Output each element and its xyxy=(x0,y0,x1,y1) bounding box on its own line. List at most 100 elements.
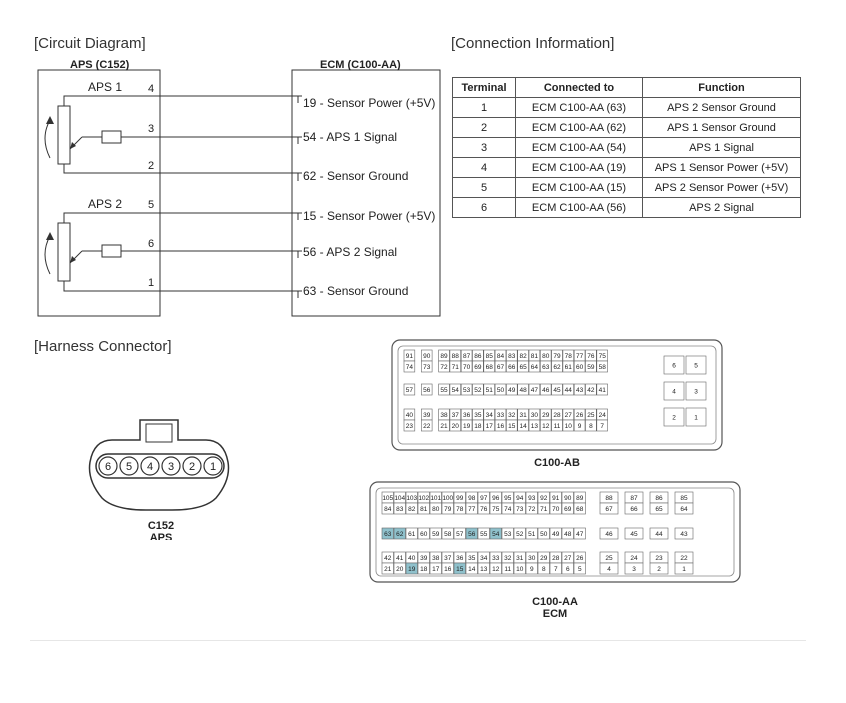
c100aa-pin-label: 42 xyxy=(384,555,392,562)
c100ab-pin-label: 63 xyxy=(542,364,550,371)
c100aa-pin-label: 68 xyxy=(576,506,584,513)
c100aa-pin-cell xyxy=(393,502,406,515)
c100aa-pin-label: 12 xyxy=(492,566,500,573)
c100ab-pin-label: 66 xyxy=(508,364,516,371)
pin-label: 3 xyxy=(148,123,154,135)
c100aa-pin-label: 26 xyxy=(576,555,584,562)
c100ab-pin-cell xyxy=(449,419,462,432)
c100aa-label: C100-AA xyxy=(532,596,578,608)
c100ab-pin-label: 13 xyxy=(531,423,539,430)
c100aa-pin-label: 87 xyxy=(630,495,638,502)
table-cell: ECM C100-AA (15) xyxy=(515,177,643,198)
c100aa-pin-cell xyxy=(441,527,454,540)
c100ab-pin-label: 54 xyxy=(452,387,460,394)
c100aa-pin-label: 39 xyxy=(420,555,428,562)
c100ab-pin-cell xyxy=(403,360,416,373)
c100ab-pin-label: 3 xyxy=(694,389,698,396)
c152-pin-label: 2 xyxy=(189,461,195,473)
pin-label: 2 xyxy=(148,160,154,172)
c100ab-pin-label: 70 xyxy=(463,364,471,371)
c100aa-pin-label: 2 xyxy=(657,566,661,573)
table-cell: 6 xyxy=(452,197,516,218)
c100aa-pin-cell xyxy=(501,527,514,540)
c100ab-pin-cell xyxy=(540,383,552,396)
c100aa-pin-label: 88 xyxy=(605,495,613,502)
c100aa-pin-cell xyxy=(489,502,502,515)
c100ab-pin-label: 78 xyxy=(565,353,573,360)
aps-header: APS (C152) xyxy=(70,59,130,71)
table-cell: ECM C100-AA (19) xyxy=(515,157,643,178)
c100aa-pin-label: 47 xyxy=(576,531,584,538)
c100ab-pin-cell xyxy=(517,360,529,373)
ecm-pin-label: 56 - APS 2 Signal xyxy=(303,245,397,259)
c100ab-pin-label: 90 xyxy=(423,353,431,360)
table-cell: APS 1 Signal xyxy=(642,137,801,158)
c100ab-pin-label: 21 xyxy=(440,423,448,430)
table-cell: APS 2 Signal xyxy=(642,197,801,218)
c100ab-pin-label: 60 xyxy=(576,364,584,371)
c100aa-pin-cell xyxy=(674,502,694,515)
c100ab-pin-cell xyxy=(596,383,608,396)
c100aa-pin-label: 43 xyxy=(680,531,688,538)
c100aa-pin-label: 99 xyxy=(456,495,464,502)
c100aa-pin-label: 63 xyxy=(384,531,392,538)
c100aa-pin-label: 29 xyxy=(540,555,548,562)
table-cell: APS 1 Sensor Ground xyxy=(642,117,801,138)
c100ab-pin-cell xyxy=(472,360,484,373)
ecm-pin-label: 62 - Sensor Ground xyxy=(303,169,408,183)
c100aa-pin-label: 16 xyxy=(444,566,452,573)
c100ab-pin-cell xyxy=(551,383,563,396)
c100aa-pin-label: 25 xyxy=(605,555,613,562)
c100aa-pin-label: 95 xyxy=(504,495,512,502)
c100aa-pin-cell xyxy=(513,527,526,540)
c100aa-pin-label: 60 xyxy=(420,531,428,538)
c100aa-pin-label: 40 xyxy=(408,555,416,562)
c100aa-pin-cell xyxy=(477,527,490,540)
c100ab-pin-label: 33 xyxy=(497,412,505,419)
c100aa-pin-cell xyxy=(417,562,430,575)
c100aa-pin-label: 50 xyxy=(540,531,548,538)
c100aa-pin-cell xyxy=(649,562,669,575)
aps1-label: APS 1 xyxy=(88,80,122,94)
c100aa-pin-cell xyxy=(405,502,418,515)
c100aa-pin-label: 90 xyxy=(564,495,572,502)
c100ab-pin-label: 71 xyxy=(452,364,460,371)
c100ab-pin-label: 85 xyxy=(486,353,494,360)
c100aa-pin-cell xyxy=(624,562,644,575)
c100aa-pin-label: 55 xyxy=(480,531,488,538)
c100aa-pin-label: 101 xyxy=(430,495,441,502)
table-cell: ECM C100-AA (54) xyxy=(515,137,643,158)
c100aa-pin-cell xyxy=(513,502,526,515)
c100ab-pin-label: 10 xyxy=(565,423,573,430)
c100ab-pin-label: 88 xyxy=(452,353,460,360)
c100aa-pin-label: 103 xyxy=(406,495,417,502)
c100ab-pin-label: 89 xyxy=(440,353,448,360)
c100ab-pin-label: 57 xyxy=(406,387,414,394)
c100aa-pin-cell xyxy=(429,562,442,575)
c100ab-pin-label: 84 xyxy=(497,353,505,360)
table-cell: ECM C100-AA (62) xyxy=(515,117,643,138)
c100ab-pin-cell xyxy=(494,383,507,396)
c100ab-pin-cell xyxy=(403,383,416,396)
column-header: Function xyxy=(642,77,801,98)
c100aa-pin-cell xyxy=(453,527,466,540)
c100aa-pin-label: 75 xyxy=(492,506,500,513)
pin-label: 4 xyxy=(148,83,154,95)
c100ab-pin-cell xyxy=(438,360,450,373)
c100ab-pin-cell xyxy=(494,360,507,373)
c100aa-pin-cell xyxy=(624,502,644,515)
c100aa-pin-label: 105 xyxy=(382,495,393,502)
c100ab-pin-label: 69 xyxy=(474,364,482,371)
c100ab-pin-label: 51 xyxy=(486,387,494,394)
c100ab-pin-cell xyxy=(540,360,552,373)
c100ab-pin-label: 45 xyxy=(553,387,561,394)
c100ab-pin-label: 26 xyxy=(576,412,584,419)
c100ab-pin-cell xyxy=(685,381,707,401)
c100aa-pin-label: 18 xyxy=(420,566,428,573)
c100aa-pin-label: 22 xyxy=(680,555,688,562)
c100aa-pin-cell xyxy=(429,527,442,540)
c100ab-pin-label: 75 xyxy=(599,353,607,360)
divider xyxy=(30,640,806,641)
c100ab-pin-label: 28 xyxy=(553,412,561,419)
